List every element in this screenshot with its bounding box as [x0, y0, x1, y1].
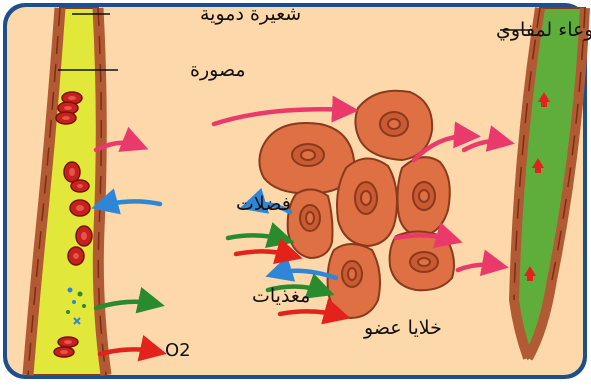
lymph-vessel-label: وعاء لمفاوي [496, 19, 591, 41]
red-blood-cell-icon [76, 226, 92, 246]
nutrients-label: مغذيات [252, 285, 310, 307]
upward-flow-icon [535, 166, 541, 173]
red-blood-cell-icon [56, 112, 76, 124]
organ-cell-icon [390, 231, 454, 290]
capillary-label: شعيرة دموية [200, 3, 301, 25]
red-blood-cell-icon [58, 337, 78, 347]
organ-cell-icon [355, 91, 432, 160]
organ-cell-icon [337, 158, 397, 246]
red-blood-cell-icon [68, 247, 84, 265]
upward-flow-icon [541, 100, 547, 107]
oxygen-label: O2 [165, 340, 191, 361]
red-blood-cell-icon [71, 180, 89, 192]
organ-cell-icon [328, 244, 380, 318]
organ-cells-label: خلايا عضو [363, 317, 442, 339]
organ-cell-icon [398, 157, 450, 236]
red-blood-cell-icon [64, 162, 80, 182]
red-cell-label: مصورة [190, 59, 246, 81]
organ-cell-icon [288, 189, 333, 258]
red-blood-cell-icon [54, 347, 74, 357]
upward-flow-icon [527, 274, 533, 281]
red-blood-cell-icon [70, 200, 90, 216]
waste-label: فضلات [236, 193, 291, 215]
